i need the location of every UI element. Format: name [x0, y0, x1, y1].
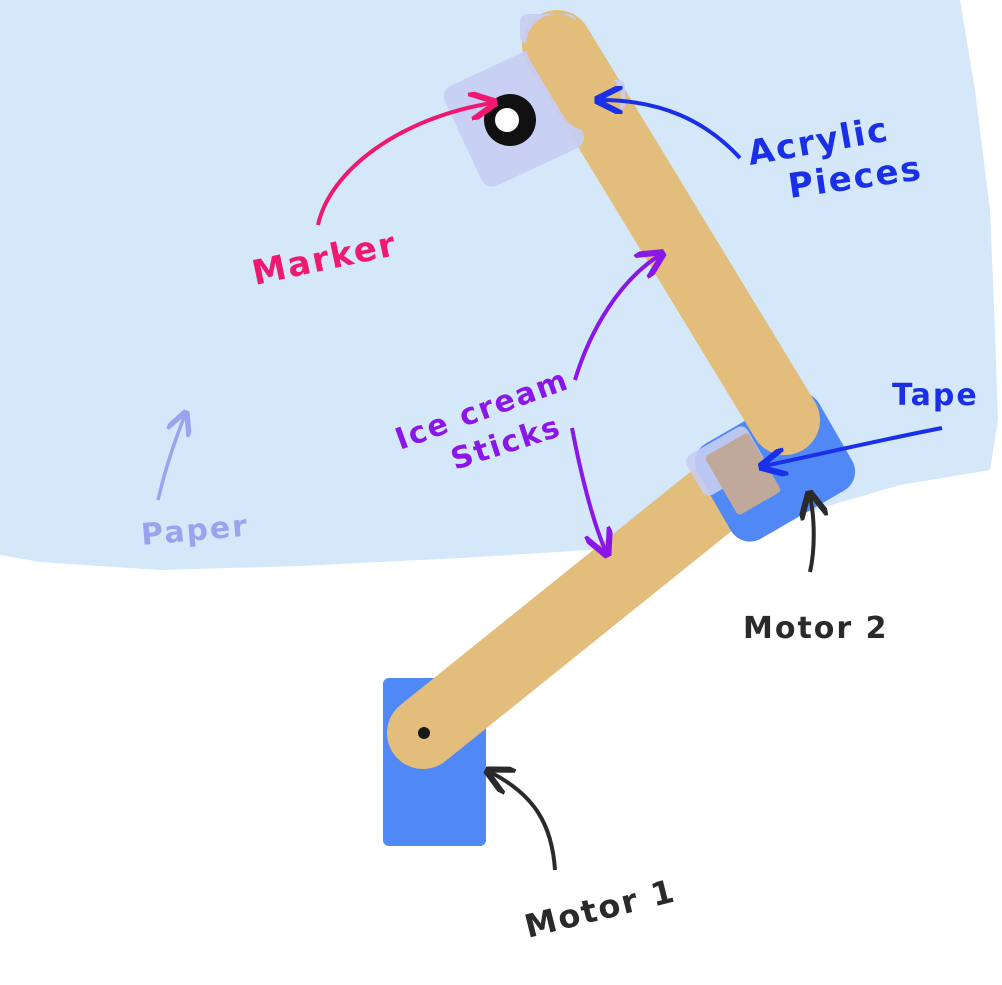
- ice-cream-arrow-upper: [573, 255, 660, 381]
- motor-1-shaft: [418, 727, 430, 739]
- motor-1-arrow: [490, 772, 557, 871]
- motor-2-arrow: [810, 496, 814, 573]
- marker-arrow: [316, 103, 492, 226]
- motor-2-label: Motor 2: [743, 611, 889, 646]
- paper-arrow: [156, 415, 185, 501]
- lower-ice-cream-stick: [387, 426, 796, 769]
- acrylic-arrow: [600, 100, 742, 160]
- upper-stick-tip: [526, 14, 621, 131]
- motor-1-label: Motor 1: [521, 872, 680, 946]
- marker-tip: [495, 108, 519, 132]
- tape-label: Tape: [892, 378, 979, 413]
- ice-cream-arrow-lower: [570, 427, 606, 552]
- tape-wrap: [705, 433, 781, 515]
- tape-arrow: [764, 426, 943, 466]
